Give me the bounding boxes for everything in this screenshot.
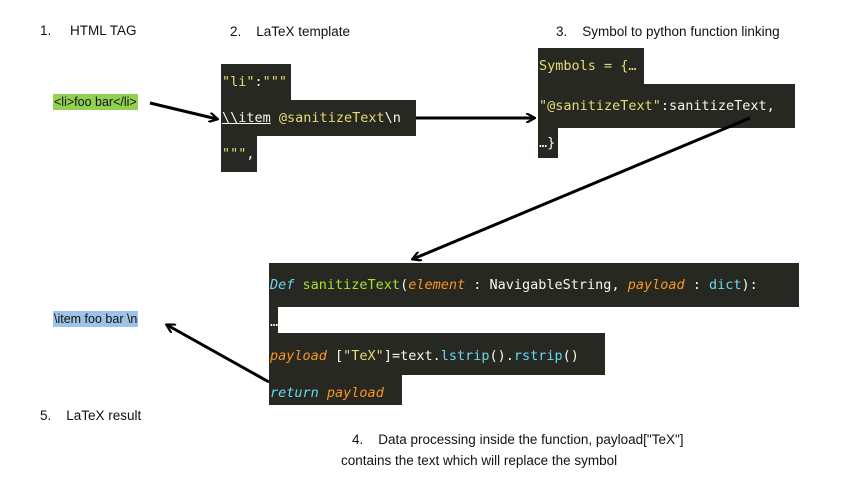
- step-1-label: 1. HTML TAG: [40, 23, 137, 38]
- function-def-line: Def sanitizeText(element : NavigableStri…: [269, 263, 799, 307]
- function-assign-line: payload ["TeX"]=text.lstrip().rstrip(): [269, 333, 605, 375]
- template-line-2: \\item @sanitizeText\n: [221, 100, 416, 136]
- step-4-label-line2: contains the text which will replace the…: [341, 453, 618, 468]
- arrow-function-to-result: [167, 325, 270, 384]
- function-return-line: return payload: [269, 375, 402, 405]
- html-tag-highlight: <li>foo bar</li>: [53, 94, 138, 110]
- arrow-symbols-to-function: [413, 116, 751, 259]
- template-line-3: """,: [221, 136, 257, 172]
- step-2-label: 2. LaTeX template: [230, 24, 351, 39]
- symbols-line-2: "@sanitizeText":sanitizeText,: [538, 84, 795, 128]
- step-5-label: 5. LaTeX result: [40, 408, 142, 423]
- template-line-1: "li":""": [221, 64, 291, 100]
- latex-result-highlight: \item foo bar \n: [53, 311, 139, 327]
- symbols-line-3: …}: [538, 128, 558, 158]
- step-4-label-line1: 4. Data processing inside the function, …: [352, 432, 684, 447]
- symbols-line-1: Symbols = {…: [538, 48, 644, 84]
- arrow-html-to-template: [149, 101, 217, 119]
- function-ellipsis-line: …: [269, 307, 278, 333]
- step-3-label: 3. Symbol to python function linking: [556, 24, 780, 39]
